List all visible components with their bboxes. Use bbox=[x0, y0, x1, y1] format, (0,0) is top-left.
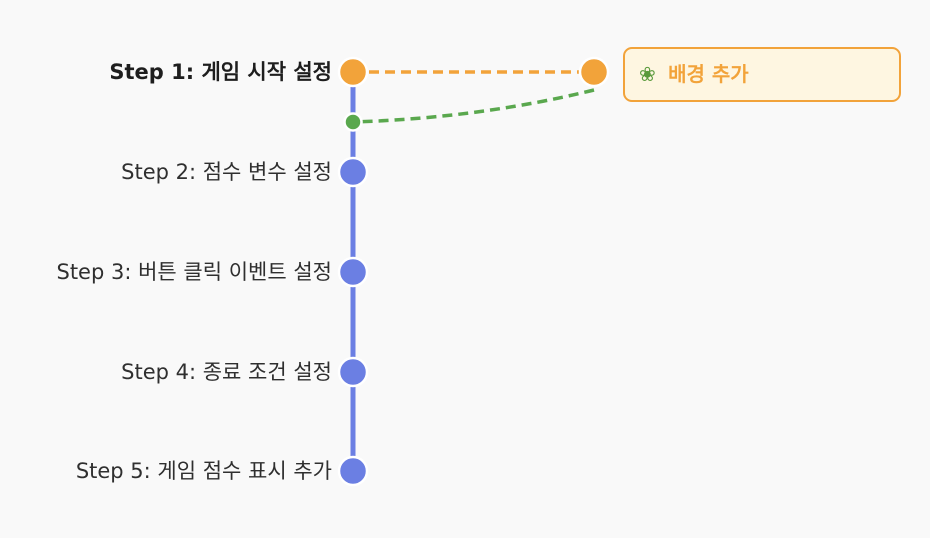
merge-node[interactable] bbox=[343, 112, 363, 132]
step-node-3[interactable] bbox=[337, 256, 369, 288]
step-node-5[interactable] bbox=[337, 455, 369, 487]
branch-box[interactable]: ❀ 배경 추가 bbox=[623, 47, 901, 102]
step-node-1[interactable] bbox=[337, 56, 369, 88]
step-node-2[interactable] bbox=[337, 156, 369, 188]
step-node-4[interactable] bbox=[337, 356, 369, 388]
branch-node[interactable] bbox=[578, 56, 610, 88]
step-label-2[interactable]: Step 2: 점수 변수 설정 bbox=[121, 160, 332, 184]
step-label-1[interactable]: Step 1: 게임 시작 설정 bbox=[109, 60, 332, 84]
step-label-5[interactable]: Step 5: 게임 점수 표시 추가 bbox=[75, 459, 332, 483]
branch-label: 배경 추가 bbox=[668, 62, 749, 86]
herb-icon: ❀ bbox=[639, 62, 656, 86]
merge-dashed-curve bbox=[352, 88, 595, 124]
step-label-3[interactable]: Step 3: 버튼 클릭 이벤트 설정 bbox=[56, 260, 332, 284]
step-label-4[interactable]: Step 4: 종료 조건 설정 bbox=[121, 360, 332, 384]
